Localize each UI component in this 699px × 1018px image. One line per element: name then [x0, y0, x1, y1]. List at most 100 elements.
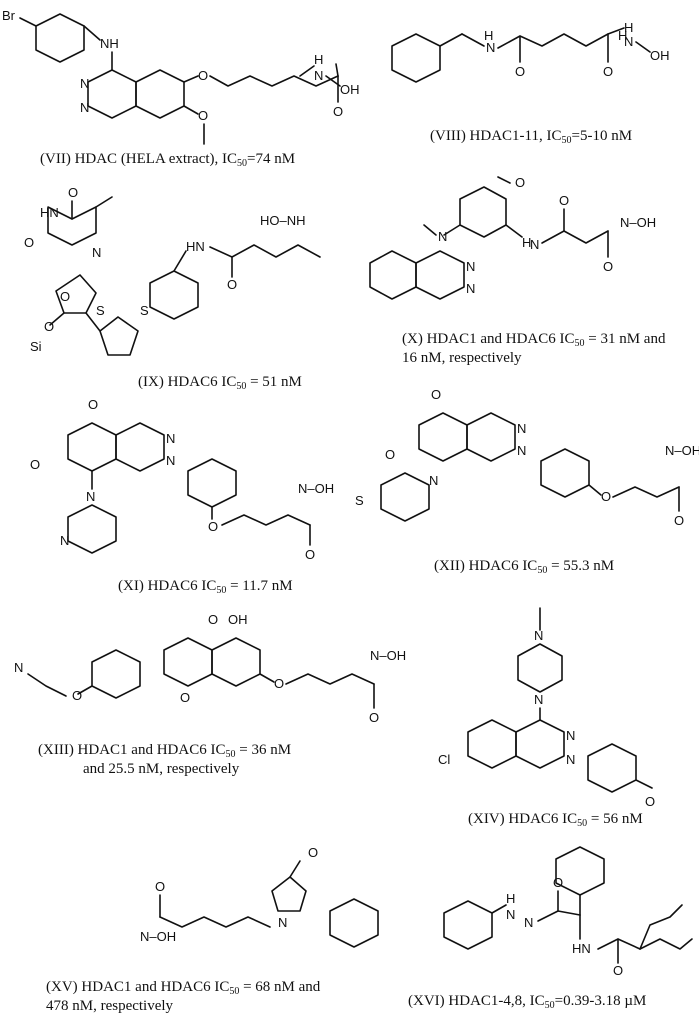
atom-n: N	[524, 915, 533, 930]
atom-o: O	[613, 963, 623, 978]
atom-nh: NH	[100, 36, 119, 51]
atom-n: N	[624, 34, 633, 49]
atom-o: O	[385, 447, 395, 462]
atom-noh: N–OH	[140, 929, 176, 944]
atom-o: O	[515, 175, 525, 190]
hydroxamate-group-vii: H N OH	[299, 52, 360, 97]
caption-xv: (XV) HDAC1 and HDAC6 IC50 = 68 nM and 47…	[46, 979, 321, 1014]
atom-h: H	[624, 20, 633, 35]
atom-o: O	[308, 845, 318, 860]
atom-o: O	[603, 64, 613, 79]
atom-oh: OH	[650, 48, 670, 63]
atom-o: O	[72, 688, 82, 703]
atom-h: H	[484, 28, 493, 43]
atom-o: O	[44, 319, 54, 334]
structure-ix: O HN O N O O Si S S HN O HO–NH	[24, 185, 321, 356]
structure-xiv: N N N N Cl O	[438, 607, 655, 809]
atom-n: N	[429, 473, 438, 488]
caption-vii: (VII) HDAC (HELA extract), IC50=74 nM	[40, 151, 296, 169]
atom-h: H	[506, 891, 515, 906]
atom-br: Br	[2, 8, 16, 23]
atom-h: H	[522, 235, 531, 250]
caption-xvi: (XVI) HDAC1-4,8, IC50=0.39-3.18 µM	[408, 993, 647, 1011]
atom-noh: N–OH	[370, 648, 406, 663]
atom-hn: HN	[186, 239, 205, 254]
atom-o: O	[369, 710, 379, 725]
atom-o: O	[305, 547, 315, 562]
atom-n: N	[314, 68, 323, 83]
structure-xvi: H N N O HN O	[443, 846, 693, 978]
atom-o: O	[198, 108, 208, 123]
atom-n: N	[466, 281, 475, 296]
atom-s: S	[140, 303, 149, 318]
atom-n: N	[438, 229, 447, 244]
atom-o: O	[274, 676, 284, 691]
atom-o: O	[601, 489, 611, 504]
atom-n: N	[86, 489, 95, 504]
atom-si: Si	[30, 339, 42, 354]
atom-o: O	[24, 235, 34, 250]
atom-o: O	[208, 612, 218, 627]
atom-n: N	[534, 628, 543, 643]
atom-n: N	[92, 245, 101, 260]
hydroxamate-vii	[335, 63, 339, 77]
atom-o: O	[645, 794, 655, 809]
structure-xv: O N O N–OH	[140, 845, 379, 948]
atom-o: O	[68, 185, 78, 200]
structure-x: O N N N H N O O N–OH	[369, 175, 656, 300]
atom-o: O	[180, 690, 190, 705]
atom-n: N	[80, 76, 89, 91]
atom-n: N	[466, 259, 475, 274]
atom-o: O	[559, 193, 569, 208]
structure-viii: H N O O H N OH	[391, 20, 670, 83]
atom-n: N	[566, 752, 575, 767]
atom-o: O	[227, 277, 237, 292]
atom-cl: Cl	[438, 752, 450, 767]
atom-o: O	[333, 104, 343, 119]
atom-s: S	[355, 493, 364, 508]
atom-n: N	[506, 907, 515, 922]
atom-n: N	[530, 237, 539, 252]
atom-n: N	[517, 421, 526, 436]
atom-o: O	[60, 289, 70, 304]
atom-n: N	[80, 100, 89, 115]
atom-o: O	[30, 457, 40, 472]
caption-x: (X) HDAC1 and HDAC6 IC50 = 31 nM and 16 …	[402, 331, 666, 366]
atom-noh: N–OH	[298, 481, 334, 496]
atom-o: O	[553, 875, 563, 890]
atom-hn: HN	[572, 941, 591, 956]
atom-n: N	[166, 453, 175, 468]
atom-o: O	[603, 259, 613, 274]
atom-s: S	[96, 303, 105, 318]
atom-o: O	[198, 68, 208, 83]
atom-n: N	[534, 692, 543, 707]
atom-oh: OH	[228, 612, 248, 627]
atom-o: O	[155, 879, 165, 894]
atom-o: O	[208, 519, 218, 534]
caption-xiii: (XIII) HDAC1 and HDAC6 IC50 = 36 nM and …	[38, 742, 292, 777]
atom-h: H	[618, 28, 627, 43]
atom-o: O	[515, 64, 525, 79]
atom-n: N	[486, 40, 495, 55]
structure-xii: O O N N N S O O N–OH	[355, 387, 699, 528]
structure-xiii: O OH O O N O O N–OH	[14, 612, 406, 725]
caption-xiv: (XIV) HDAC6 IC50 = 56 nM	[468, 811, 643, 829]
hydroxamate-vii-end: H	[618, 28, 627, 43]
atom-hn: HN	[40, 205, 59, 220]
atom-n: N	[14, 660, 23, 675]
atom-o: O	[431, 387, 441, 402]
atom-n: N	[166, 431, 175, 446]
caption-xii: (XII) HDAC6 IC50 = 55.3 nM	[434, 558, 615, 576]
atom-n: N	[517, 443, 526, 458]
atom-h: H	[314, 52, 323, 67]
structure-xi: O O N N N N O O N–OH	[30, 397, 334, 562]
structure-vii: Br NH N N O O O	[2, 8, 343, 145]
atom-o: O	[674, 513, 684, 528]
atom-n: N	[60, 533, 69, 548]
atom-oh: OH	[340, 82, 360, 97]
atom-o: O	[88, 397, 98, 412]
atom-n: N	[566, 728, 575, 743]
atom-n: N	[278, 915, 287, 930]
caption-viii: (VIII) HDAC1-11, IC50=5-10 nM	[430, 128, 633, 146]
atom-noh: N–OH	[665, 443, 699, 458]
